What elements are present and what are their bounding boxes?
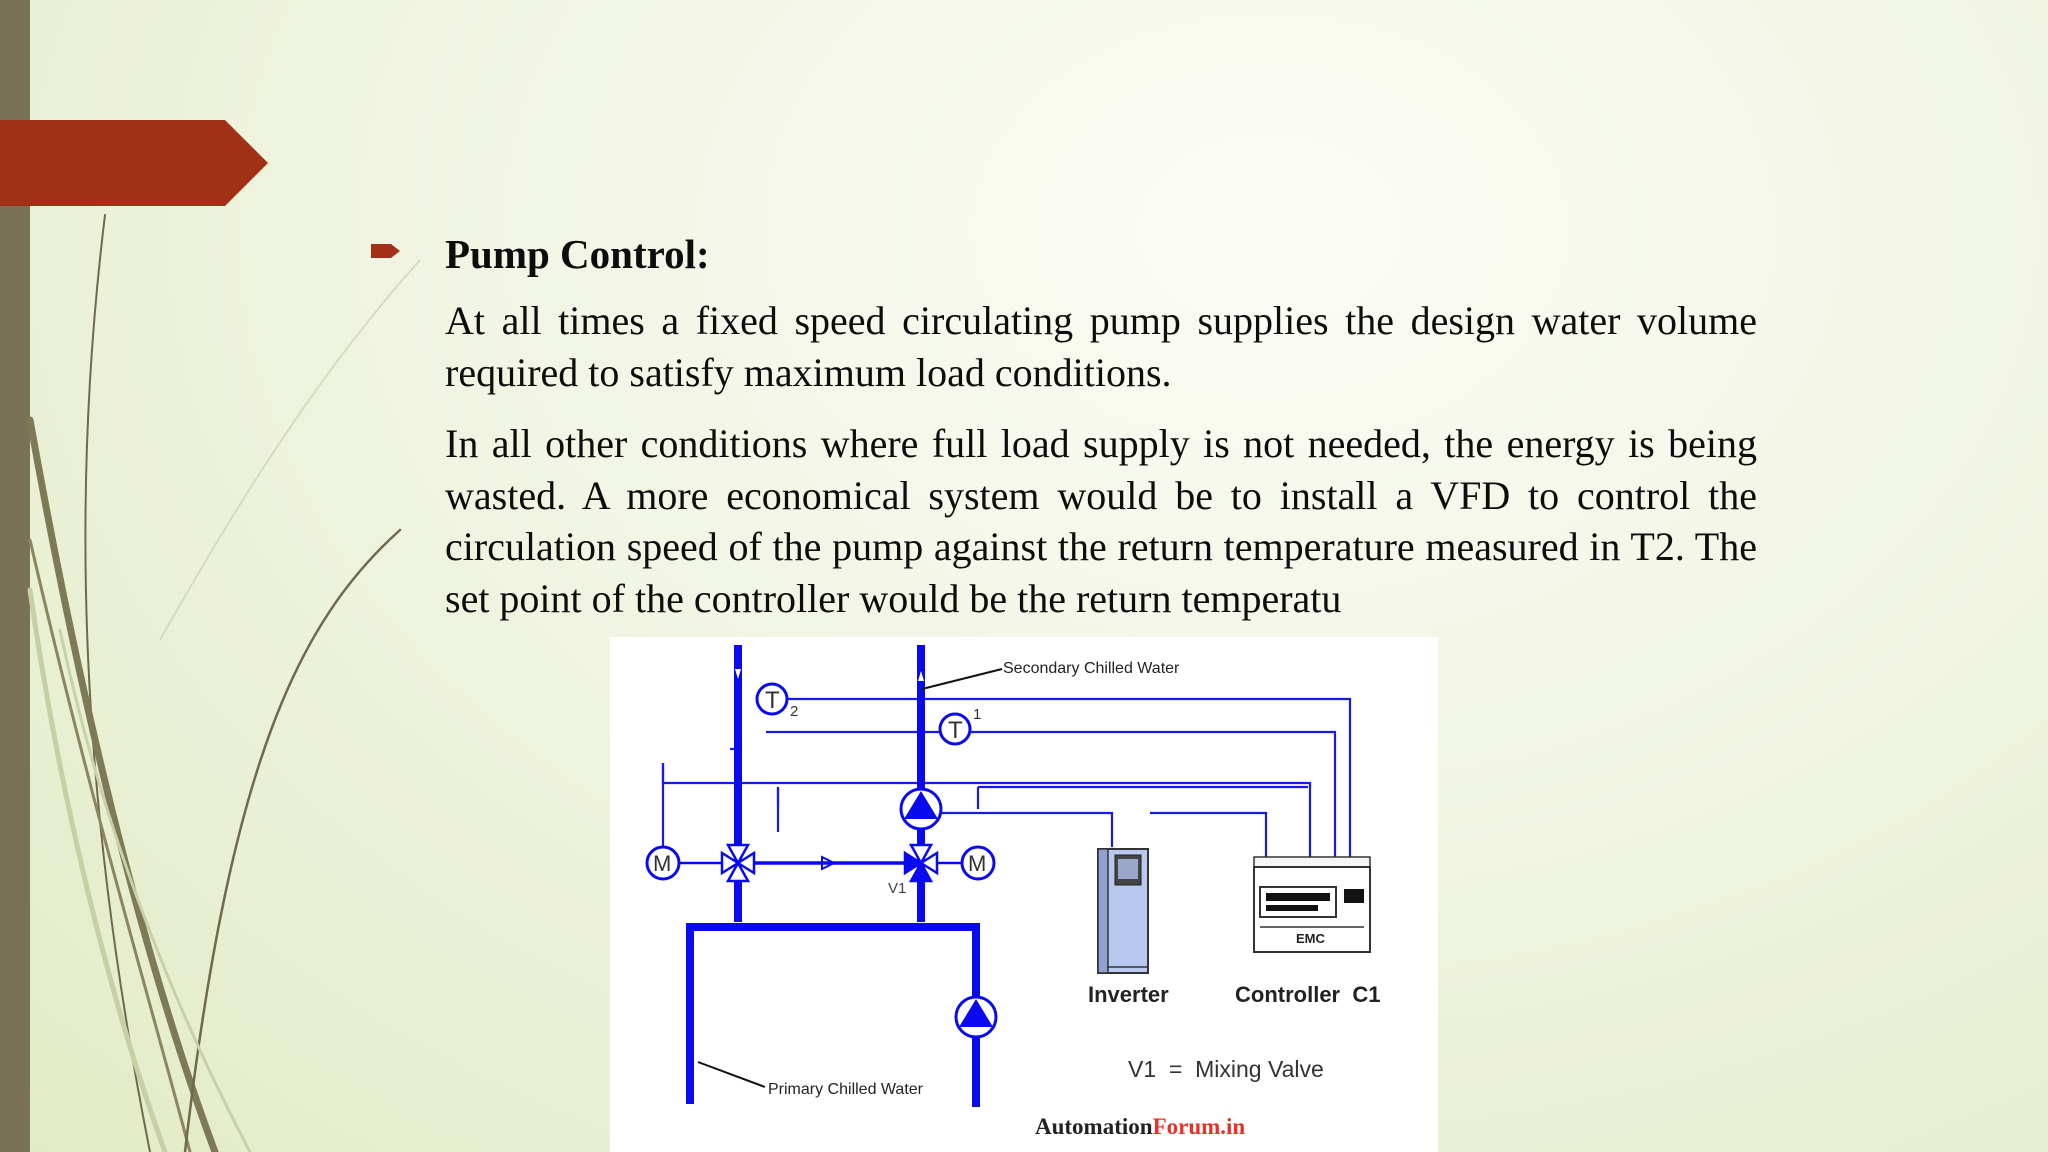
paragraph-fixed-speed: At all times a fixed speed circulating p… xyxy=(445,298,1757,395)
arrow-bullet-icon xyxy=(371,244,400,258)
section-heading: Pump Control: xyxy=(445,231,710,277)
mixing-valve-legend: V1 = Mixing Valve xyxy=(1128,1056,1324,1082)
sensor-t1-subscript: 1 xyxy=(973,706,981,723)
primary-chilled-water-label: Primary Chilled Water xyxy=(768,1081,924,1098)
paragraph-vfd: In all other conditions where full load … xyxy=(445,421,1757,621)
pump-control-diagram: T 2 T 1 M M V1 Second xyxy=(610,637,1438,1152)
sensor-t2-subscript: 2 xyxy=(790,703,798,720)
emc-label: EMC xyxy=(1296,931,1326,946)
inverter-cabinet xyxy=(1097,848,1149,974)
slide-content: Pump Control: At all times a fixed speed… xyxy=(371,228,1757,624)
slide-accent-arrow xyxy=(0,120,268,206)
secondary-chilled-water-label: Secondary Chilled Water xyxy=(1003,660,1180,677)
inverter-label: Inverter xyxy=(1088,982,1169,1007)
emc-controller-unit: EMC xyxy=(1253,856,1371,953)
automationforum-watermark: AutomationForum.in xyxy=(1035,1114,1245,1139)
sensor-t1-letter: T xyxy=(948,717,963,744)
motor-left-letter: M xyxy=(653,851,671,876)
bullet-item: Pump Control: xyxy=(371,228,1757,280)
decorative-grass-lines xyxy=(26,214,420,1152)
watermark-automation: Automation xyxy=(1035,1114,1153,1139)
controller-c1-label: Controller C1 xyxy=(1235,982,1380,1007)
watermark-forum: Forum.in xyxy=(1153,1114,1246,1139)
sensor-t2-letter: T xyxy=(765,687,780,714)
motor-right-letter: M xyxy=(968,851,986,876)
valve-v1-label: V1 xyxy=(888,880,906,897)
